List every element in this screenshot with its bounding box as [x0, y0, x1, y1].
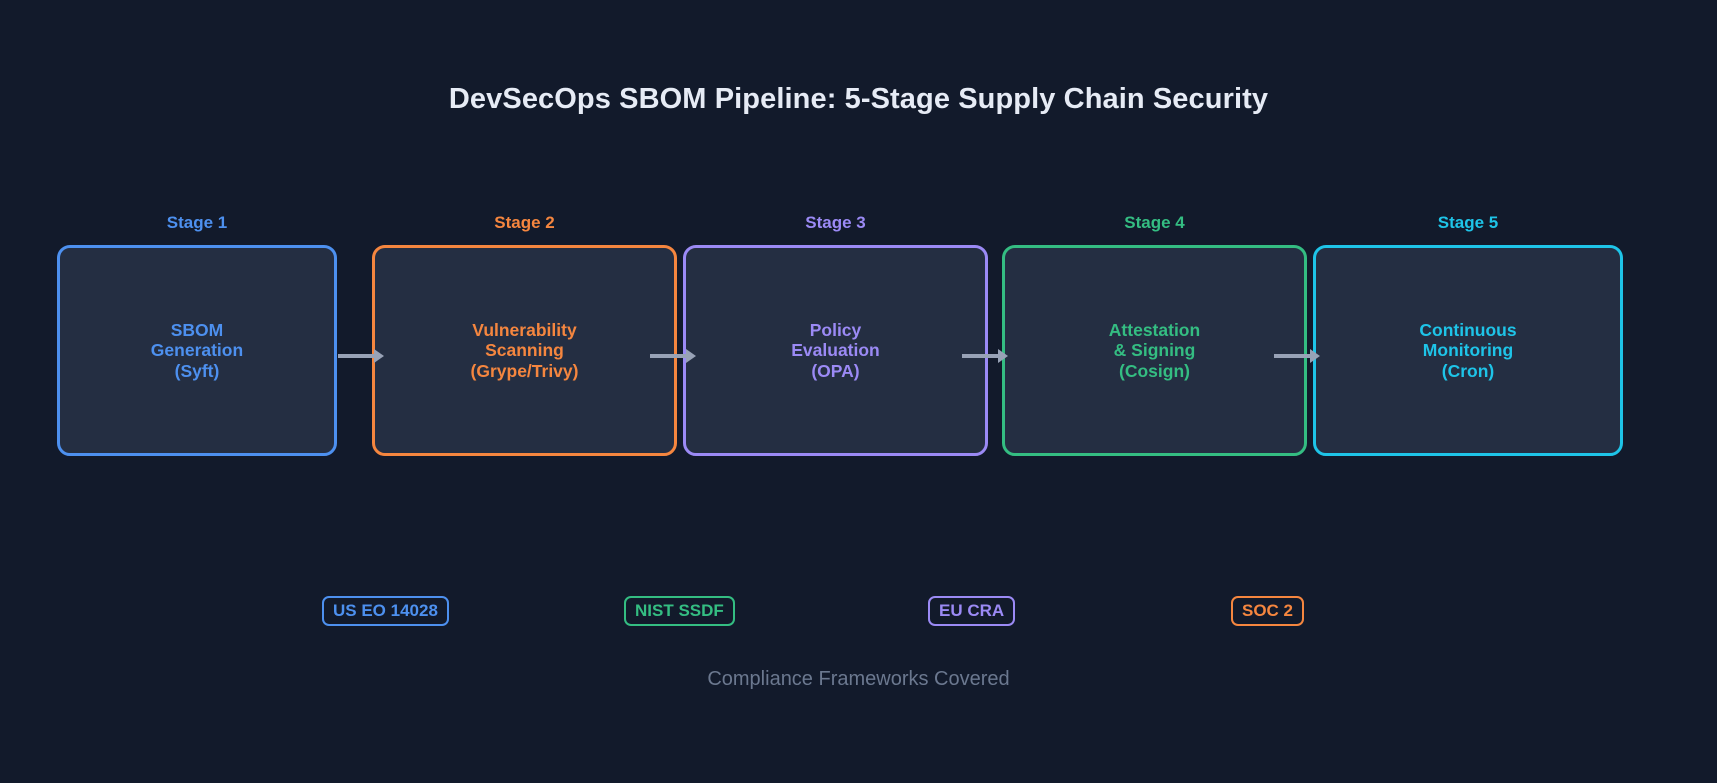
stage-2: Stage 2 Vulnerability Scanning (Grype/Tr… [372, 213, 677, 463]
stage-1: Stage 1 SBOM Generation (Syft) [57, 213, 337, 463]
stage-3-label: Stage 3 [805, 213, 866, 232]
stage-5-label: Stage 5 [1437, 213, 1499, 232]
stage-2-text: Vulnerability Scanning (Grype/Trivy) [470, 319, 579, 381]
compliance-caption: Compliance Frameworks Covered [707, 668, 1010, 690]
stage-4-box[interactable]: Attestation & Signing (Cosign) [1002, 245, 1307, 456]
stage-2-label: Stage 2 [494, 213, 555, 232]
stage-5-text: Continuous Monitoring (Cron) [1419, 319, 1517, 381]
stage-3-box[interactable]: Policy Evaluation (OPA) [683, 245, 988, 456]
stage-1-box[interactable]: SBOM Generation (Syft) [57, 245, 337, 456]
compliance-badges-row: US EO 14028 NIST SSDF EU CRA SOC 2 [0, 596, 1717, 632]
pipeline-container: Stage 1 SBOM Generation (Syft) Stage 2 V… [57, 213, 1623, 463]
stage-2-box[interactable]: Vulnerability Scanning (Grype/Trivy) [372, 245, 677, 456]
compliance-badge-eu-cra[interactable]: EU CRA [928, 596, 1016, 626]
stage-3-text: Policy Evaluation (OPA) [791, 319, 880, 381]
compliance-badge-nist-ssdf[interactable]: NIST SSDF [624, 596, 735, 626]
stage-4-label: Stage 4 [1124, 213, 1185, 232]
compliance-badge-soc-2[interactable]: SOC 2 [1231, 596, 1305, 626]
stage-5: Stage 5 Continuous Monitoring (Cron) [1313, 213, 1623, 463]
stage-3: Stage 3 Policy Evaluation (OPA) [683, 213, 988, 463]
page-title: DevSecOps SBOM Pipeline: 5-Stage Supply … [448, 83, 1269, 115]
compliance-badge-us-eo-14028[interactable]: US EO 14028 [322, 596, 449, 626]
stage-4: Stage 4 Attestation & Signing (Cosign) [1002, 213, 1307, 463]
stage-1-label: Stage 1 [166, 213, 228, 232]
stage-4-text: Attestation & Signing (Cosign) [1108, 319, 1201, 381]
stage-5-box[interactable]: Continuous Monitoring (Cron) [1313, 245, 1623, 456]
stage-1-text: SBOM Generation (Syft) [150, 319, 244, 381]
